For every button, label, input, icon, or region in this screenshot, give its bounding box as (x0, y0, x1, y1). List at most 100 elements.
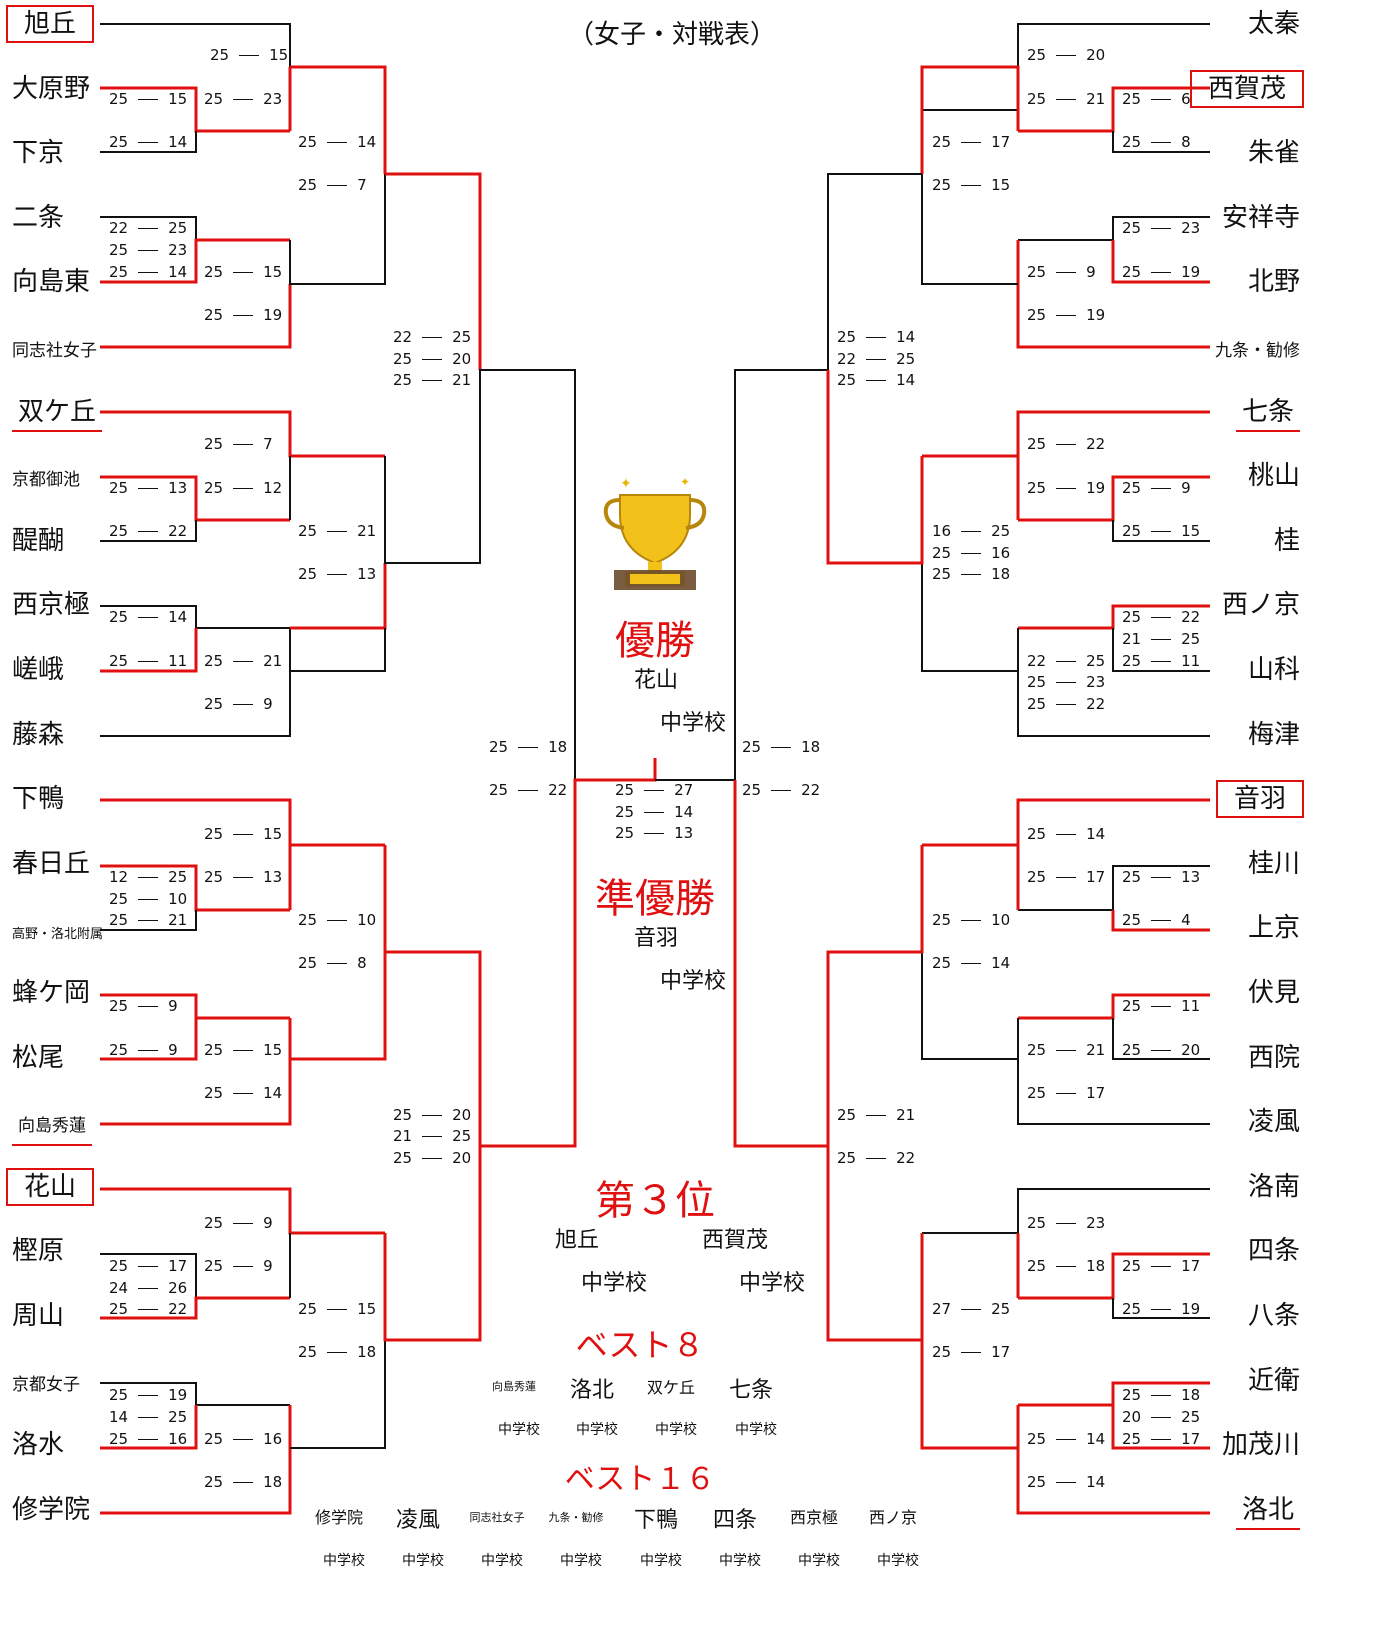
score-dash (961, 920, 982, 921)
bracket-path (100, 1187, 385, 1235)
score-a: 25 (298, 1343, 318, 1361)
bracket-path (383, 1146, 482, 1342)
team-name-left: 京都女子 (12, 1374, 80, 1395)
team-name-right: 音羽 (1215, 780, 1304, 819)
score-a: 25 (1027, 1430, 1047, 1448)
score-b: 17 (1086, 1084, 1106, 1102)
third-team: 旭丘 (555, 1228, 600, 1253)
team-name-right: 八条 (1247, 1301, 1300, 1331)
score-a: 25 (204, 479, 224, 497)
team-name-right: 九条・勧修 (1215, 341, 1300, 361)
score-dash (866, 380, 887, 381)
score-a: 25 (109, 241, 129, 259)
score-dash (138, 99, 159, 100)
bracket-path (100, 475, 290, 522)
score-dash (1151, 228, 1172, 229)
score-dash (866, 1158, 887, 1159)
score-dash (1151, 1309, 1172, 1310)
score-b: 9 (263, 1214, 273, 1232)
best16-team: 四条 (712, 1508, 758, 1533)
score-b: 9 (168, 1041, 178, 1059)
score-b: 14 (991, 954, 1011, 972)
score-b: 15 (263, 1041, 283, 1059)
bracket-path (733, 780, 924, 1148)
team-name-left: 向島秀蓮 (12, 1111, 92, 1147)
team-name-right: 西賀茂 (1189, 69, 1304, 108)
score-a: 25 (204, 825, 224, 843)
team-name-right: 洛南 (1247, 1171, 1300, 1202)
best8-team-suffix: 中学校 (735, 1422, 777, 1438)
score-a: 25 (109, 263, 129, 281)
team-name-right: 四条 (1247, 1236, 1300, 1267)
score-dash (1056, 488, 1077, 489)
team-name-left: 旭丘 (6, 5, 95, 43)
score-a: 16 (932, 522, 952, 540)
score-a: 25 (932, 133, 952, 151)
score-b: 22 (1086, 435, 1106, 453)
score-a: 25 (298, 522, 318, 540)
best16-team: 九条・勧修 (548, 1511, 604, 1524)
team-name-right: 上京 (1247, 913, 1300, 944)
score-b: 25 (1086, 652, 1106, 670)
score-b: 13 (357, 565, 377, 583)
score-a: 25 (1027, 435, 1047, 453)
score-dash (1056, 1093, 1077, 1094)
bracket-path (1018, 993, 1210, 1020)
score-b: 14 (357, 133, 377, 151)
score-b: 15 (263, 825, 283, 843)
score-b: 7 (357, 176, 367, 194)
score-a: 25 (1122, 1041, 1142, 1059)
score-dash (138, 1006, 159, 1007)
score-b: 19 (1181, 1300, 1201, 1318)
score-b: 22 (168, 1300, 188, 1318)
score-b: 21 (896, 1106, 916, 1124)
team-name-right: 加茂川 (1221, 1430, 1300, 1461)
score-b: 18 (548, 738, 568, 756)
bracket-path (1111, 1405, 1210, 1450)
score-b: 20 (452, 1149, 472, 1167)
score-a: 25 (1027, 825, 1047, 843)
score-a: 25 (109, 522, 129, 540)
best16-team-suffix: 中学校 (640, 1553, 682, 1569)
score-a: 25 (837, 1149, 857, 1167)
score-dash (138, 1395, 159, 1396)
bracket-path (922, 410, 1210, 458)
score-a: 12 (109, 868, 129, 886)
score-a: 25 (1027, 868, 1047, 886)
score-a: 14 (109, 1408, 129, 1426)
bracket-path (1018, 86, 1210, 133)
score-b: 19 (1086, 306, 1106, 324)
score-a: 25 (1027, 1084, 1047, 1102)
best16-team-suffix: 中学校 (798, 1553, 840, 1569)
score-a: 25 (837, 328, 857, 346)
score-b: 14 (168, 608, 188, 626)
score-b: 14 (168, 263, 188, 281)
score-dash (1056, 834, 1077, 835)
champion-team: 花山 (634, 668, 679, 693)
team-name-left: 二条 (12, 202, 65, 233)
score-a: 21 (393, 1127, 413, 1145)
score-b: 15 (168, 90, 188, 108)
score-a: 25 (204, 1473, 224, 1491)
score-a: 25 (932, 911, 952, 929)
score-a: 25 (109, 479, 129, 497)
score-b: 25 (991, 522, 1011, 540)
score-dash (866, 337, 887, 338)
score-b: 14 (674, 803, 694, 821)
